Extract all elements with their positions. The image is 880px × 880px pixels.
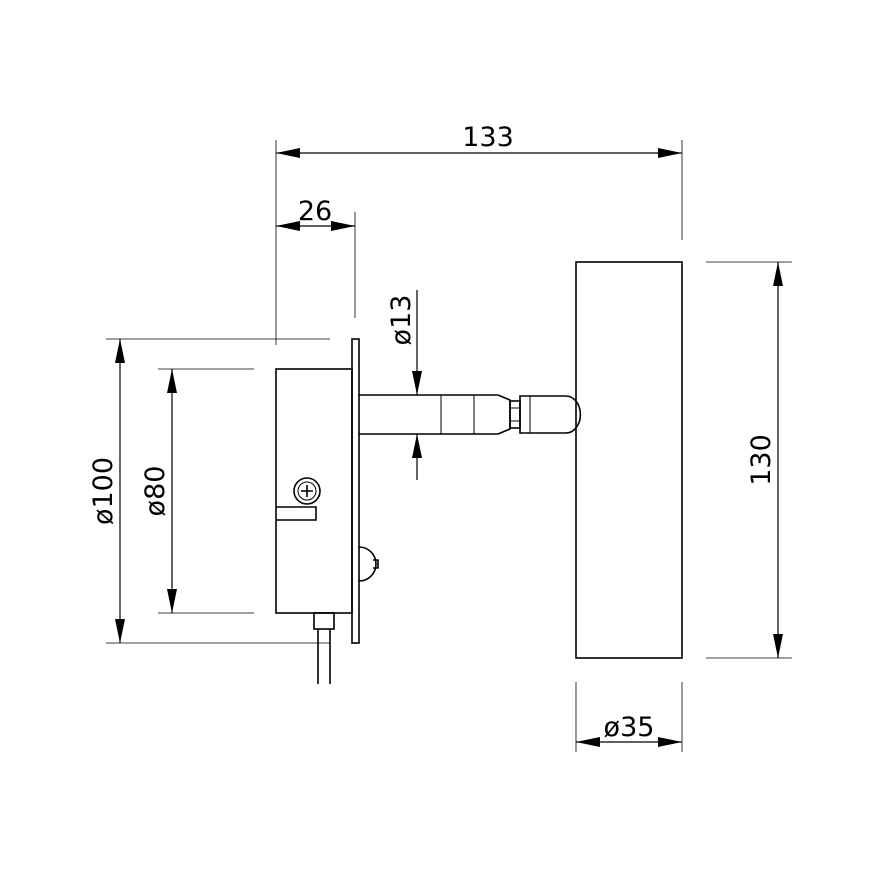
arm-diameter-label: ø13: [386, 295, 417, 346]
screw-icon: [293, 477, 321, 505]
dimension-head-diameter: ø35: [575, 682, 683, 752]
power-cable: [313, 612, 335, 684]
dimension-box-diameter: ø80: [140, 368, 254, 614]
dimension-backplate-depth: 26: [276, 196, 356, 318]
switch-knob: [358, 546, 379, 582]
arm: [359, 394, 582, 435]
dimension-overall-length: 133: [275, 122, 683, 345]
base-diameter-label: ø100: [88, 457, 119, 525]
head-length-label: 130: [746, 434, 777, 486]
overall-length-label: 133: [462, 122, 514, 153]
dimension-base-diameter: ø100: [88, 338, 330, 644]
box-diameter-label: ø80: [140, 466, 171, 517]
backplate-depth-label: 26: [298, 196, 332, 227]
wall-box: [275, 338, 360, 644]
dimension-head-length: 130: [706, 261, 792, 659]
dimension-arm-diameter: ø13: [386, 290, 422, 480]
lamp-head: [575, 261, 683, 659]
head-diameter-label: ø35: [604, 712, 655, 743]
